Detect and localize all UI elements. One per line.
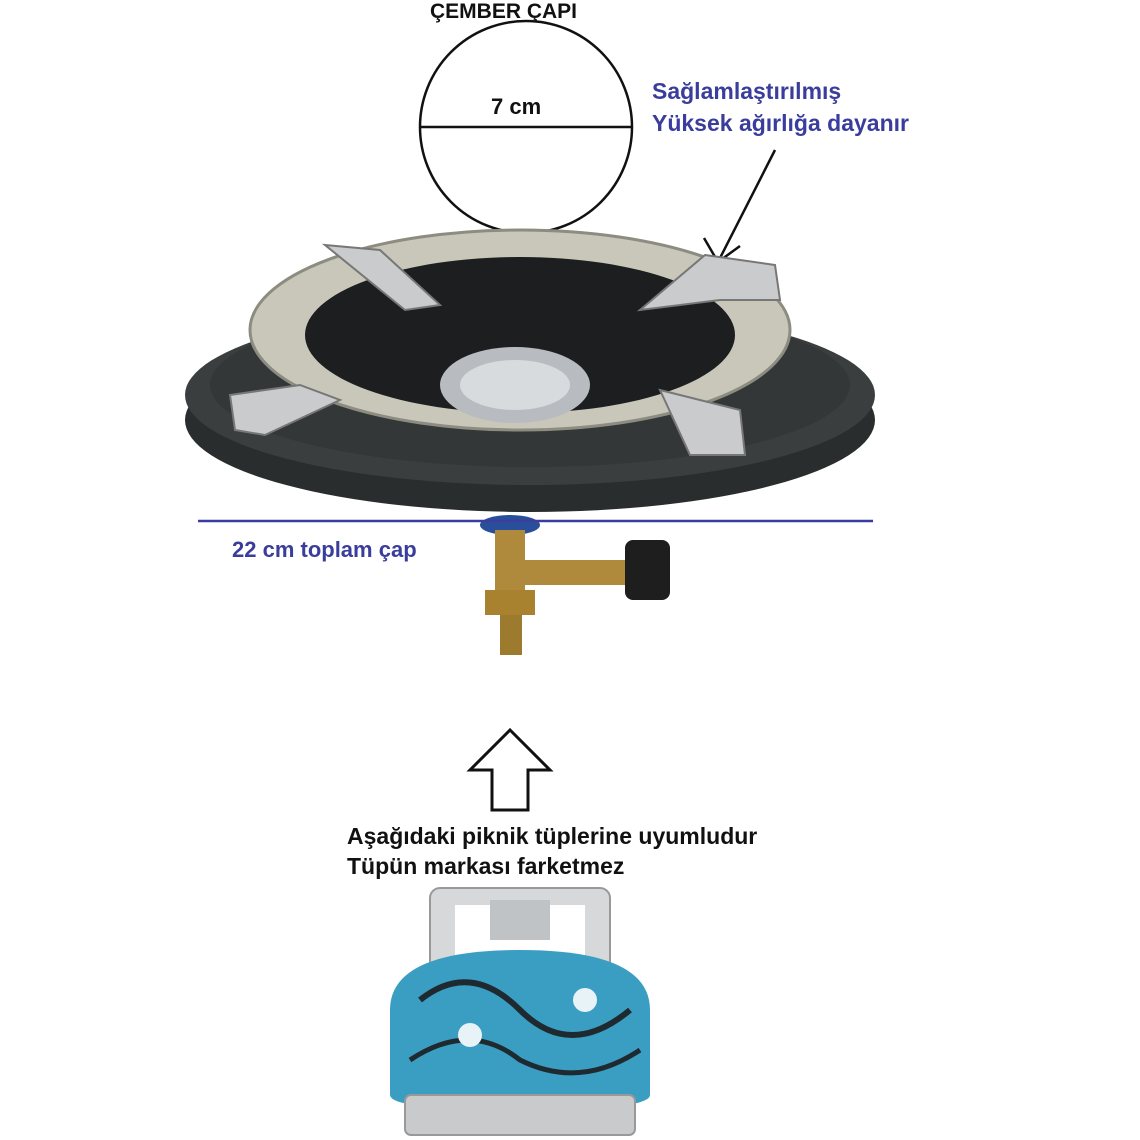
gas-cylinder-image — [390, 887, 650, 1136]
total-diameter-label: 22 cm toplam çap — [232, 537, 417, 562]
up-arrow-icon — [466, 727, 554, 812]
compatibility-line2: Tüpün markası farketmez — [347, 853, 625, 879]
circle-title: ÇEMBER ÇAPI — [430, 0, 578, 23]
circle-diameter-label: 7 cm — [491, 94, 542, 119]
stove-image — [185, 228, 875, 655]
reinforced-line1: Sağlamlaştırılmış — [652, 78, 842, 104]
reinforced-line2: Yüksek ağırlığa dayanır — [652, 110, 909, 136]
pointer-arrow-icon — [702, 149, 777, 264]
compatibility-line1: Aşağıdaki piknik tüplerine uyumludur — [347, 823, 758, 849]
